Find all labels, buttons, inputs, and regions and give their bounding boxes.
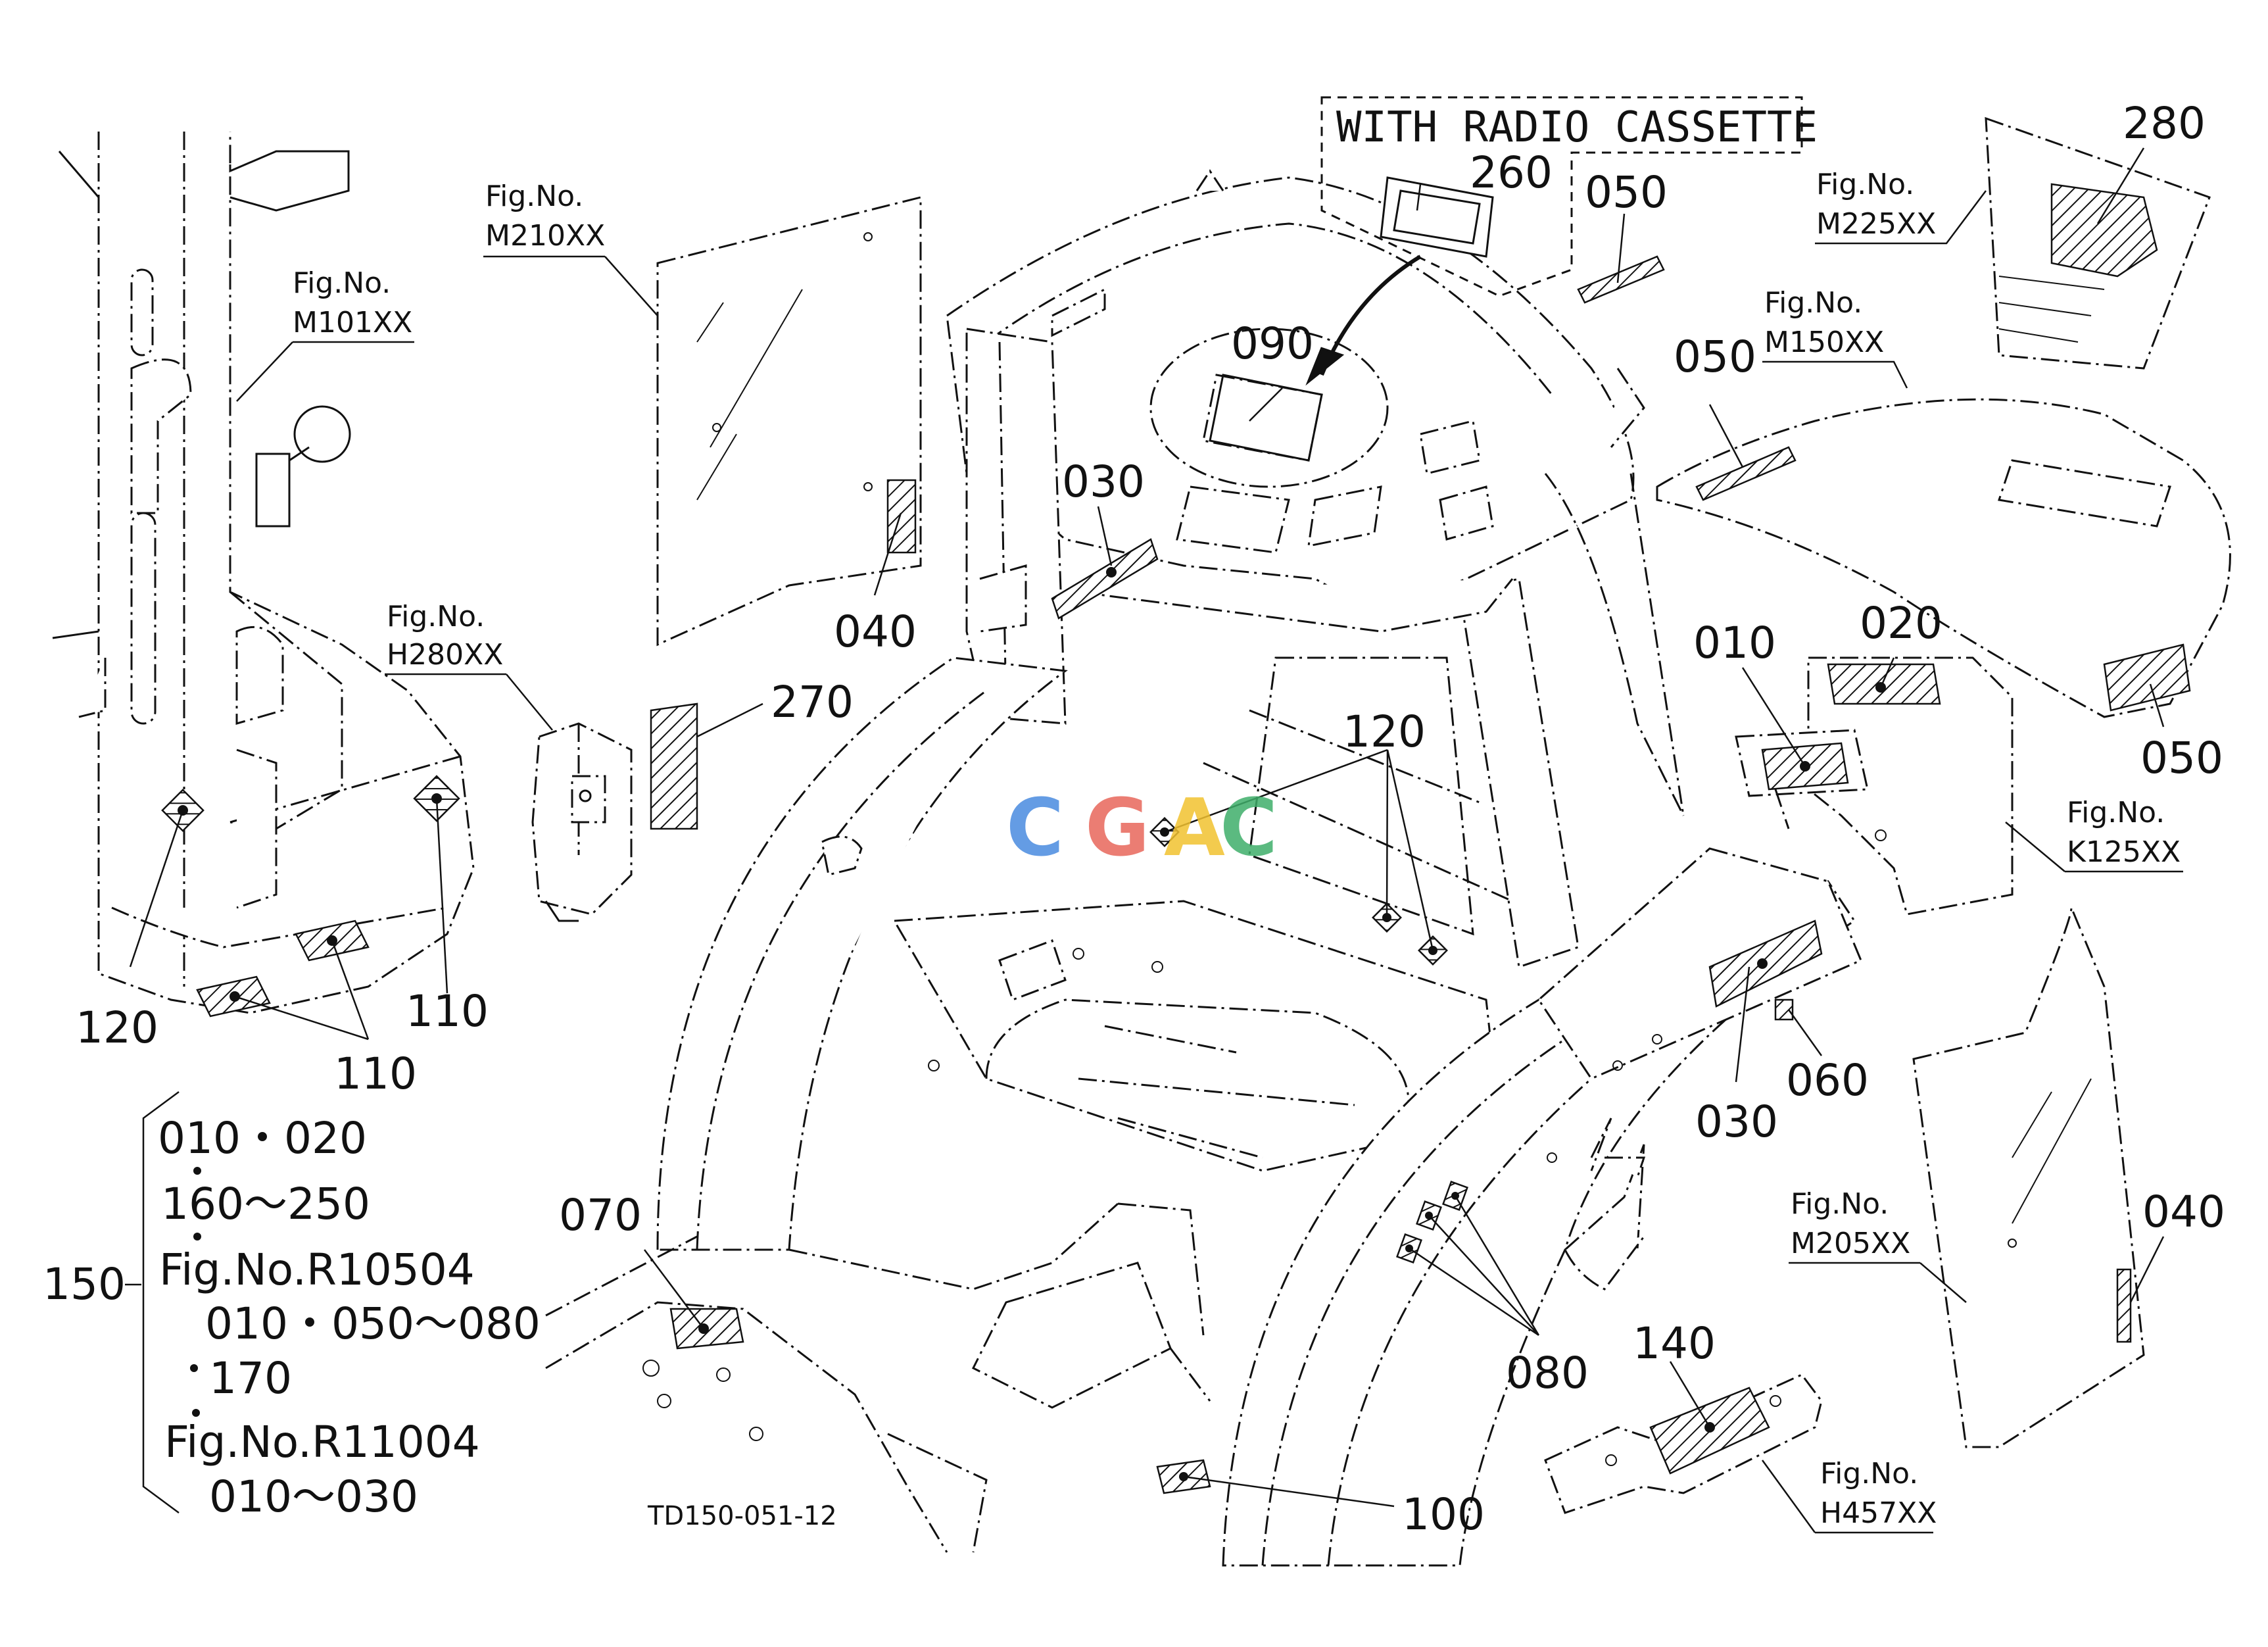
fig-ref-m101-line2: M101XX (293, 306, 412, 339)
radio-cassette-heading: WITH RADIO CASSETTE (1336, 103, 1818, 152)
fig-ref-m225-line1: Fig.No. (1816, 168, 1914, 201)
part-label-040-left: 040 (834, 606, 917, 657)
legend-line-2: 160～250 (161, 1179, 370, 1229)
right-fender (1222, 847, 1862, 1567)
legend-dot-2 (193, 1233, 201, 1241)
legend-block: 150 010・020 160～250 Fig.No.R10504 010・05… (43, 1113, 541, 1522)
part-label-040-right: 040 (2142, 1187, 2225, 1237)
part-label-120-center: 120 (1343, 706, 1426, 757)
part-label-070: 070 (559, 1190, 642, 1241)
fig-ref-h457-line1: Fig.No. (1820, 1457, 1918, 1490)
right-fender-assy-m150 (1656, 398, 2231, 718)
decal-270 (650, 702, 698, 830)
decal-060 (1774, 998, 1794, 1021)
decal-030-left (1051, 538, 1159, 620)
left-pillar-assembly (52, 132, 475, 1014)
fig-ref-m205-line2: M205XX (1791, 1227, 1910, 1260)
part-label-050-mid: 050 (1674, 332, 1756, 382)
legend-dot-4 (192, 1409, 200, 1417)
decal-070 (669, 1308, 744, 1350)
plate-h457 (1544, 1373, 1823, 1514)
part-label-280: 280 (2123, 98, 2206, 149)
fig-reference-labels: Fig.No. M101XX Fig.No. M210XX Fig.No. H2… (293, 168, 2181, 1530)
cab-frame (946, 169, 1685, 968)
part-label-140: 140 (1633, 1318, 1716, 1369)
legend-line-7: 010～030 (209, 1471, 418, 1522)
legend-line-4: 010・050～080 (205, 1298, 541, 1349)
left-door-glass (656, 196, 922, 647)
panel-m225 (1985, 116, 2211, 370)
bracket-h280 (531, 722, 633, 922)
fig-ref-h280-line1: Fig.No. (387, 600, 485, 633)
legend-dot-3 (190, 1364, 198, 1372)
part-label-100: 100 (1402, 1489, 1485, 1540)
fig-ref-m150-line1: Fig.No. (1764, 286, 1862, 320)
decal-030-right (1708, 920, 1823, 1008)
fig-ref-k125-line1: Fig.No. (2067, 796, 2165, 829)
fig-ref-m210-line1: Fig.No. (485, 180, 583, 213)
part-label-080: 080 (1506, 1348, 1589, 1398)
part-label-270: 270 (771, 677, 854, 727)
drawing-code: TD150-051-12 (647, 1501, 837, 1531)
part-label-110-right: 110 (406, 986, 489, 1037)
fig-ref-m210-line2: M210XX (485, 219, 605, 253)
part-number-labels: 260 050 280 090 050 030 040 270 010 020 … (76, 98, 2225, 1540)
fig-ref-k125-line2: K125XX (2067, 835, 2181, 869)
part-label-030-right: 030 (1695, 1096, 1778, 1147)
part-label-050-top: 050 (1585, 167, 1668, 218)
part-label-060: 060 (1786, 1055, 1869, 1106)
leader-lines (125, 147, 2183, 1534)
part-label-110-bottom: 110 (334, 1048, 417, 1099)
legend-line-1: 010・020 (158, 1113, 367, 1164)
part-label-020: 020 (1860, 598, 1942, 649)
box-k125 (1735, 656, 2014, 916)
fig-ref-m101-line1: Fig.No. (293, 266, 391, 300)
part-label-050-right: 050 (2140, 733, 2223, 783)
watermark-letter-3: A (1164, 783, 1225, 874)
part-label-120-left: 120 (76, 1002, 158, 1053)
part-label-030-left: 030 (1062, 456, 1145, 507)
legend-line-6: Fig.No.R11004 (164, 1417, 480, 1467)
legend-line-3: Fig.No.R10504 (159, 1244, 475, 1295)
legend-number: 150 (43, 1259, 126, 1310)
part-label-010: 010 (1693, 618, 1776, 668)
fig-ref-h457-line2: H457XX (1820, 1496, 1937, 1530)
part-label-260: 260 (1470, 147, 1553, 198)
fig-ref-m225-line2: M225XX (1816, 207, 1936, 241)
watermark-letter-2: G (1085, 783, 1150, 874)
watermark-letter-4: C (1220, 783, 1278, 874)
left-fender-floor (545, 656, 1501, 1553)
legend-dot-1 (193, 1167, 201, 1175)
watermark-logo: C G A C (1006, 783, 1278, 874)
fig-ref-m150-line2: M150XX (1764, 326, 1884, 359)
right-door-glass (1912, 907, 2145, 1448)
part-label-090: 090 (1231, 318, 1314, 369)
radio-cassette-section (1320, 96, 1803, 304)
fig-ref-m205-line1: Fig.No. (1791, 1187, 1889, 1221)
watermark-letter-1: C (1006, 783, 1064, 874)
decal-090 (1209, 374, 1323, 462)
legend-line-5: 170 (209, 1353, 292, 1404)
header-label-group: WITH RADIO CASSETTE (1336, 103, 1818, 152)
fig-ref-h280-line2: H280XX (387, 638, 503, 672)
